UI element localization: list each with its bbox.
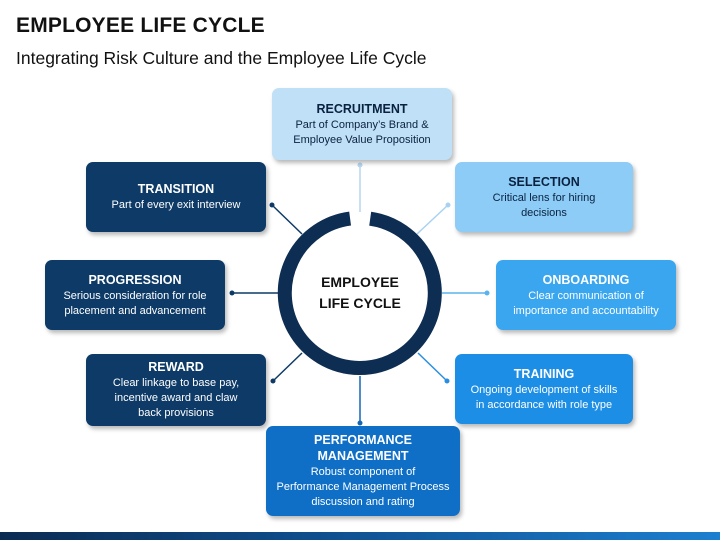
stage-desc: incentive award and claw (114, 392, 238, 404)
center-label: EMPLOYEE LIFE CYCLE (290, 272, 430, 314)
stage-title: SELECTION (508, 174, 580, 189)
stage-desc: placement and advancement (64, 304, 206, 317)
stage-desc: discussion and rating (311, 496, 415, 508)
stage-desc: importance and accountability (513, 304, 659, 317)
connector-transition (271, 204, 303, 235)
dot-onboarding (484, 290, 490, 296)
stage-onboarding: ONBOARDING Clear communication of import… (496, 260, 676, 330)
dot-performance (357, 420, 363, 426)
stage-title: REWARD (148, 360, 204, 374)
page-subtitle: Integrating Risk Culture and the Employe… (16, 48, 427, 68)
dot-selection (445, 202, 451, 208)
stage-desc: Clear linkage to base pay, (112, 377, 240, 389)
stage-desc: Clear communication of (528, 289, 644, 302)
stage-desc: Part of every exit interview (111, 199, 241, 211)
stage-desc: back provisions (138, 407, 214, 419)
dot-reward (270, 378, 276, 384)
stage-title: PERFORMANCE MANAGEMENT (314, 433, 412, 463)
stage-desc: decisions (521, 206, 567, 219)
stage-desc: Ongoing development of skills (470, 383, 618, 396)
connector-selection (416, 204, 449, 235)
stage-desc: Serious consideration for role (63, 289, 207, 302)
page-title: EMPLOYEE LIFE CYCLE (16, 14, 265, 37)
stage-training: TRAINING Ongoing development of skills i… (455, 354, 633, 424)
stage-title: PROGRESSION (88, 272, 182, 287)
stage-title: TRAINING (513, 366, 575, 381)
dot-transition (269, 202, 275, 208)
stage-reward: REWARD Clear linkage to base pay, incent… (86, 354, 266, 426)
stage-desc: Part of Company’s Brand & (295, 118, 429, 131)
center-label-line2: LIFE CYCLE (319, 295, 401, 311)
cycle-ring (277, 211, 442, 375)
stage-desc: in accordance with role type (475, 398, 613, 411)
dot-progression (229, 290, 235, 296)
connector-reward (272, 352, 303, 382)
bottom-accent-bar (0, 532, 720, 540)
stage-desc: Robust component of (310, 466, 416, 478)
connector-training (417, 352, 448, 382)
stage-performance-management: PERFORMANCE MANAGEMENT Robust component … (266, 426, 460, 516)
stage-title: ONBOARDING (542, 272, 630, 287)
stage-transition: TRANSITION Part of every exit interview (86, 162, 266, 232)
center-label-line1: EMPLOYEE (321, 274, 399, 290)
stage-desc: Critical lens for hiring (492, 191, 596, 204)
stage-selection: SELECTION Critical lens for hiring decis… (455, 162, 633, 232)
stage-desc: Performance Management Process (276, 481, 450, 493)
stage-desc: Employee Value Proposition (293, 133, 431, 146)
stage-title: TRANSITION (137, 182, 215, 196)
dot-training (444, 378, 450, 384)
dot-recruitment (357, 162, 363, 168)
stage-title: RECRUITMENT (316, 101, 408, 116)
stage-recruitment: RECRUITMENT Part of Company’s Brand & Em… (272, 88, 452, 160)
stage-progression: PROGRESSION Serious consideration for ro… (45, 260, 225, 330)
